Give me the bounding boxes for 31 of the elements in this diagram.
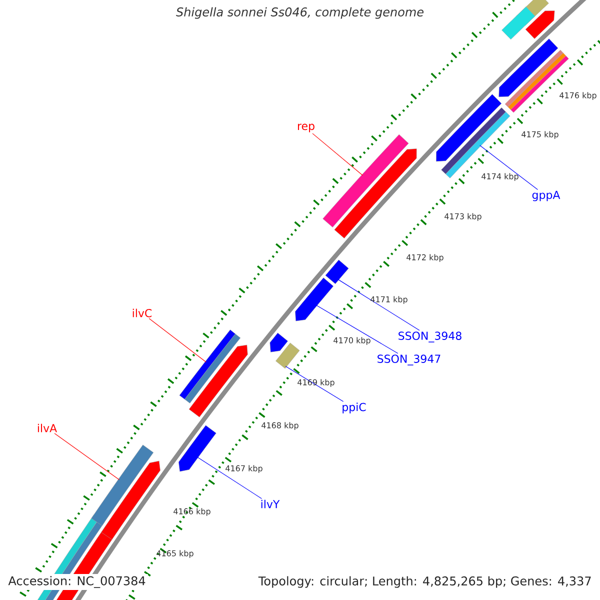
gene-label: ppiC <box>342 402 366 414</box>
gene-bar <box>91 444 160 540</box>
gene-label: SSON_3948 <box>398 332 462 342</box>
scale-label: 4176 kbp <box>560 92 596 100</box>
gene-bar <box>276 342 300 369</box>
gene-bar <box>295 278 334 322</box>
leader-line <box>196 456 262 499</box>
gene-bar <box>179 330 248 418</box>
accession-text: Accession: NC_007384 <box>6 574 148 590</box>
gene-label: ilvA <box>38 424 57 432</box>
gene-label: ilvY <box>261 500 280 508</box>
leader-line <box>285 366 344 402</box>
genome-info-text: Topology: circular; Length: 4,825,265 bp; Genes: 4,337 <box>256 574 594 590</box>
scale-label: 4171 kbp <box>370 296 408 304</box>
leader-line <box>480 145 538 190</box>
leader-line <box>54 433 120 480</box>
gene-bar <box>325 260 349 284</box>
gene-label: rep <box>298 124 314 132</box>
scale-label: 4166 kbp <box>174 508 210 516</box>
leader-line <box>338 279 420 331</box>
leader-line <box>312 133 363 176</box>
gene-label: ilvC <box>132 308 152 318</box>
gene-bar <box>178 425 216 472</box>
scale-label: 4174 kbp <box>482 173 518 181</box>
gene-bar <box>322 134 417 238</box>
scale-label: 4173 kbp <box>444 213 482 221</box>
gene-label: SSON_3947 <box>378 354 440 366</box>
leader-line <box>148 318 206 362</box>
leader-line <box>316 304 398 354</box>
gene-label: gppA <box>532 190 560 202</box>
title: Shigella sonnei Ss046, complete genome <box>176 7 424 19</box>
